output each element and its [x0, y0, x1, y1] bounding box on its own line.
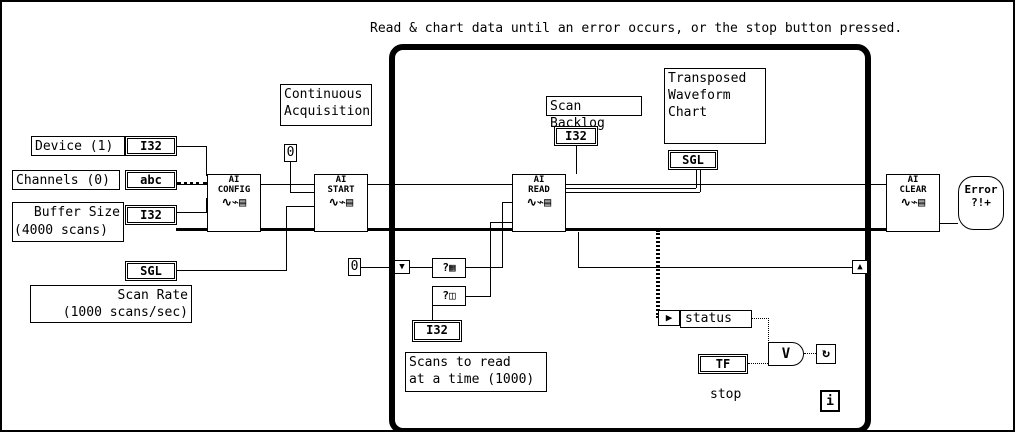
daq-icon: ∿⌁▤ [221, 195, 247, 209]
zero-constant[interactable]: 0 [348, 258, 361, 276]
ai-config-line1: AI [228, 175, 240, 185]
buffer-wire-v [206, 198, 207, 213]
select-node-top[interactable]: ?▦ [432, 258, 466, 278]
daq-icon: ∿⌁▤ [900, 195, 926, 209]
scan-backlog-label: Scan Backlog [546, 96, 642, 131]
stop-label: stop [710, 387, 742, 402]
continuous-wire-h [290, 192, 314, 193]
data-wire-v2 [700, 170, 701, 192]
backlog-shift-wire-v [578, 232, 579, 268]
error-out-wire [938, 223, 958, 224]
buffer-size-line1: Buffer Size [33, 205, 120, 220]
backlog-wire [576, 146, 577, 174]
ai-clear-line1: AI [907, 175, 919, 185]
select-node-bottom[interactable]: ?◫ [432, 286, 466, 306]
error-line1: Error [964, 183, 998, 196]
continuous-line2: Acquisition [284, 104, 371, 119]
scan-rate-wire-v [286, 206, 287, 271]
scan-backlog-terminal[interactable]: I32 [554, 126, 598, 146]
scans-to-read-label: Scans to read at a time (1000) [405, 352, 547, 392]
scans-to-read-terminal[interactable]: I32 [412, 320, 462, 342]
scan-rate-line1: Scan Rate [117, 288, 188, 303]
diagram-comment: Read & chart data until an error occurs,… [370, 21, 903, 36]
channels-label: Channels (0) [12, 170, 120, 190]
ai-read-vi[interactable]: AI READ ∿⌁▤ [512, 174, 566, 232]
chart-label: Transposed Waveform Chart [664, 68, 766, 144]
error-line2: ?!+ [971, 196, 991, 209]
select-bottom-wire-h [466, 296, 490, 297]
scan-rate-label: Scan Rate (1000 scans/sec) [30, 285, 192, 323]
iteration-terminal[interactable]: i [820, 390, 840, 412]
ai-clear-line2: CLEAR [899, 185, 927, 195]
or-out-wire [804, 353, 816, 354]
error-handler-vi[interactable]: Error ?!+ [958, 176, 1004, 230]
ai-start-vi[interactable]: AI START ∿⌁▤ [314, 174, 368, 232]
status-wire [752, 318, 769, 349]
backlog-shift-wire [578, 267, 852, 268]
select-bottom-wire-h2 [490, 222, 512, 223]
data-wire-1 [566, 188, 696, 189]
buffer-size-terminal[interactable]: I32 [125, 205, 177, 225]
ai-clear-vi[interactable]: AI CLEAR ∿⌁▤ [886, 174, 940, 232]
device-terminal[interactable]: I32 [125, 136, 177, 156]
device-wire [177, 146, 207, 147]
scan-rate-terminal[interactable]: SGL [125, 261, 177, 281]
shift-wire [410, 267, 432, 268]
chart-terminal[interactable]: SGL [668, 150, 718, 170]
zero-wire [361, 267, 395, 268]
scans-to-read-line2: at a time (1000) [409, 372, 535, 387]
scans-to-read-line1: Scans to read [409, 355, 511, 370]
scan-rate-wire [177, 270, 287, 271]
ai-config-line2: CONFIG [217, 185, 251, 195]
device-label: Device (1) [31, 136, 125, 156]
scan-rate-wire-h [286, 206, 316, 207]
ai-start-line1: AI [335, 175, 347, 185]
shift-register-left[interactable]: ▼ [394, 260, 410, 274]
chart-line3: Chart [668, 105, 708, 120]
chart-line2: Waveform [668, 88, 731, 103]
buffer-wire [177, 212, 207, 213]
daq-icon: ∿⌁▤ [328, 195, 354, 209]
daq-icon: ∿⌁▤ [526, 195, 552, 209]
stop-terminal[interactable]: TF [698, 354, 748, 374]
or-gate[interactable]: V [768, 342, 804, 366]
while-loop[interactable] [389, 44, 871, 430]
select-out-wire-h [502, 202, 512, 203]
stop-wire [748, 363, 768, 364]
chart-line1: Transposed [668, 71, 747, 86]
unbundle-node[interactable]: ▶ [658, 310, 680, 326]
select-out-wire [466, 267, 502, 268]
scans-wire [432, 304, 433, 320]
select-out-wire-v [502, 202, 503, 268]
buffer-size-line2: (4000 scans) [14, 223, 108, 238]
continuous-line1: Continuous [284, 87, 363, 102]
continuous-constant[interactable]: 0 [284, 144, 297, 162]
scan-rate-line2: (1000 scans/sec) [62, 305, 188, 320]
select-bottom-wire-v [490, 222, 491, 297]
buffer-size-label: Buffer Size [12, 202, 124, 242]
ai-read-line1: AI [533, 175, 545, 185]
loop-condition[interactable]: ↻ [816, 344, 836, 364]
data-wire-2 [566, 192, 700, 193]
shift-register-right[interactable]: ▲ [852, 260, 868, 274]
error-cluster-wire [656, 230, 660, 318]
ai-start-line2: START [327, 185, 355, 195]
device-wire-v [206, 146, 207, 176]
status-label: status [680, 310, 752, 328]
ai-read-line2: READ [528, 185, 550, 195]
data-wire-v1 [696, 170, 697, 188]
channels-terminal[interactable]: abc [125, 170, 177, 190]
continuous-label: Continuous Acquisition [280, 84, 372, 126]
ai-config-vi[interactable]: AI CONFIG ∿⌁▤ [207, 174, 261, 232]
channels-wire [177, 182, 207, 185]
continuous-wire [290, 162, 291, 192]
